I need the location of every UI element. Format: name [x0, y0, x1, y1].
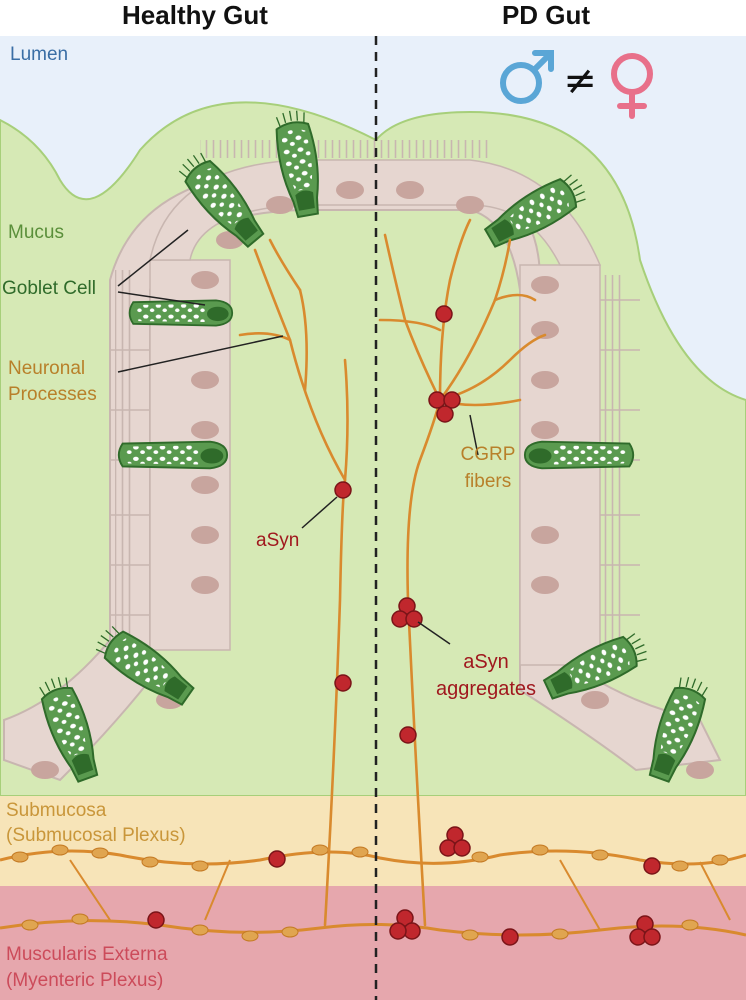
neuronal-processes-pd	[378, 218, 547, 927]
submucosal-plexus	[0, 849, 746, 931]
submucosal-ganglia	[11, 844, 729, 872]
male-symbol-icon	[500, 50, 554, 104]
label-myenteric-plexus: (Myenteric Plexus)	[6, 970, 163, 991]
label-neuronal: Neuronal	[8, 358, 85, 379]
label-processes: Processes	[8, 384, 97, 405]
label-submucosa: Submucosa	[6, 800, 107, 821]
title-healthy-gut: Healthy Gut	[122, 0, 268, 30]
title-pd-gut: PD Gut	[502, 0, 590, 30]
label-asyn-agg-line2: aggregates	[436, 678, 536, 700]
label-asyn: aSyn	[256, 530, 299, 551]
submucosa-layer	[0, 796, 746, 886]
label-fibers: fibers	[465, 471, 511, 492]
asyn-dots	[147, 305, 661, 946]
label-goblet-cell: Goblet Cell	[2, 278, 96, 299]
label-mucus: Mucus	[8, 222, 64, 243]
label-cgrp: CGRP	[461, 444, 516, 465]
label-lumen: Lumen	[10, 44, 68, 65]
muscularis-layer	[0, 886, 746, 1000]
neuronal-processes-healthy	[238, 238, 349, 927]
leader-lines	[117, 229, 479, 645]
label-submucosal-plexus: (Submucosal Plexus)	[6, 825, 186, 846]
myenteric-ganglia	[21, 913, 699, 942]
label-muscularis: Muscularis Externa	[6, 944, 168, 965]
female-symbol-icon	[611, 53, 653, 119]
myenteric-plexus	[0, 919, 746, 937]
label-asyn-agg-line1: aSyn	[463, 651, 509, 673]
not-equal-sign: ≠	[563, 58, 597, 104]
